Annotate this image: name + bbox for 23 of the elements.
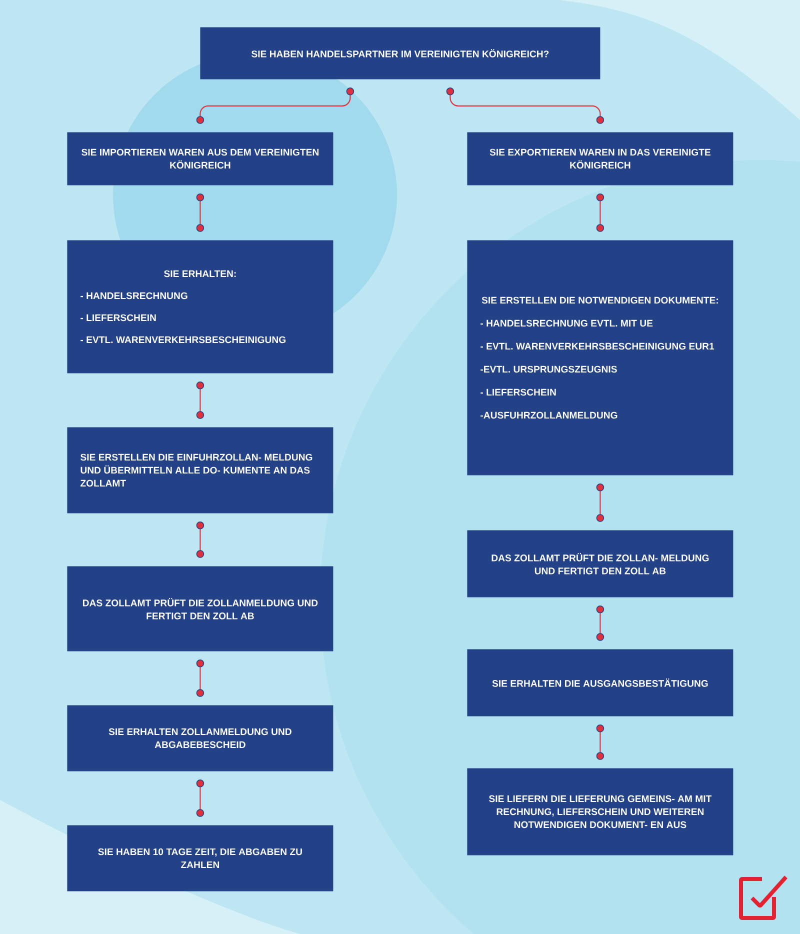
connector-line	[196, 780, 204, 817]
process-box: SIE ERHALTEN: - HANDELSRECHNUNG - LIEFERSCHEIN - EVTL. WARENVERKEHRSBESCHEINIGUNG	[67, 240, 334, 374]
process-box: SIE EXPORTIEREN WAREN IN DAS VEREINIGTE KÖNIGREICH	[467, 132, 734, 186]
process-box: SIE ERHALTEN DIE AUSGANGSBESTÄTIGUNG	[467, 649, 734, 716]
process-box: SIE HABEN 10 TAGE ZEIT, DIE ABGABEN ZU ZAHLEN	[67, 825, 334, 892]
connector-line	[196, 660, 204, 697]
process-box: SIE ERHALTEN ZOLLANMELDUNG UND ABGABEBESCHEID	[67, 705, 334, 772]
connector-line	[446, 88, 604, 124]
connector-line	[196, 194, 204, 232]
process-box: SIE ERSTELLEN DIE EINFUHRZOLLAN- MELDUNG UND ÜBERMITTELN ALLE DO- KUMENTE AN DAS ZOLLAMT	[67, 427, 334, 514]
process-box: DAS ZOLLAMT PRÜFT DIE ZOLLAN- MELDUNG UND FERTIGT DEN ZOLL AB	[467, 530, 734, 598]
connector-line	[596, 194, 604, 232]
process-box: SIE IMPORTIEREN WAREN AUS DEM VEREINIGTEN KÖNIGREICH	[67, 132, 334, 186]
connector-line	[196, 88, 354, 124]
connector-line	[196, 522, 204, 558]
process-box: DAS ZOLLAMT PRÜFT DIE ZOLLANMELDUNG UND FERTIGT DEN ZOLL AB	[67, 566, 334, 652]
process-box: SIE HABEN HANDELSPARTNER IM VEREINIGTEN KÖNIGREICH?	[200, 27, 600, 80]
connector-line	[596, 606, 604, 641]
process-box: SIE LIEFERN DIE LIEFERUNG GEMEINS- AM MIT RECHNUNG, LIEFERSCHEIN UND WEITEREN NOTWENDIGEN DOKUMENT- EN AUS	[467, 768, 734, 856]
connector-line	[596, 484, 604, 522]
connector-line	[196, 382, 204, 419]
connector-line	[596, 724, 604, 760]
process-box: SIE ERSTELLEN DIE NOTWENDIGEN DOKUMENTE: - HANDELSRECHNUNG EVTL. MIT UE - EVTL. WARENVERKEHRSBESCHEINIGUNG EUR1 -EVTL. URSPRUNGSZEUGNIS - LIEFERSCHEIN -AUSFUHRZOLLANMELDUNG	[467, 240, 734, 476]
